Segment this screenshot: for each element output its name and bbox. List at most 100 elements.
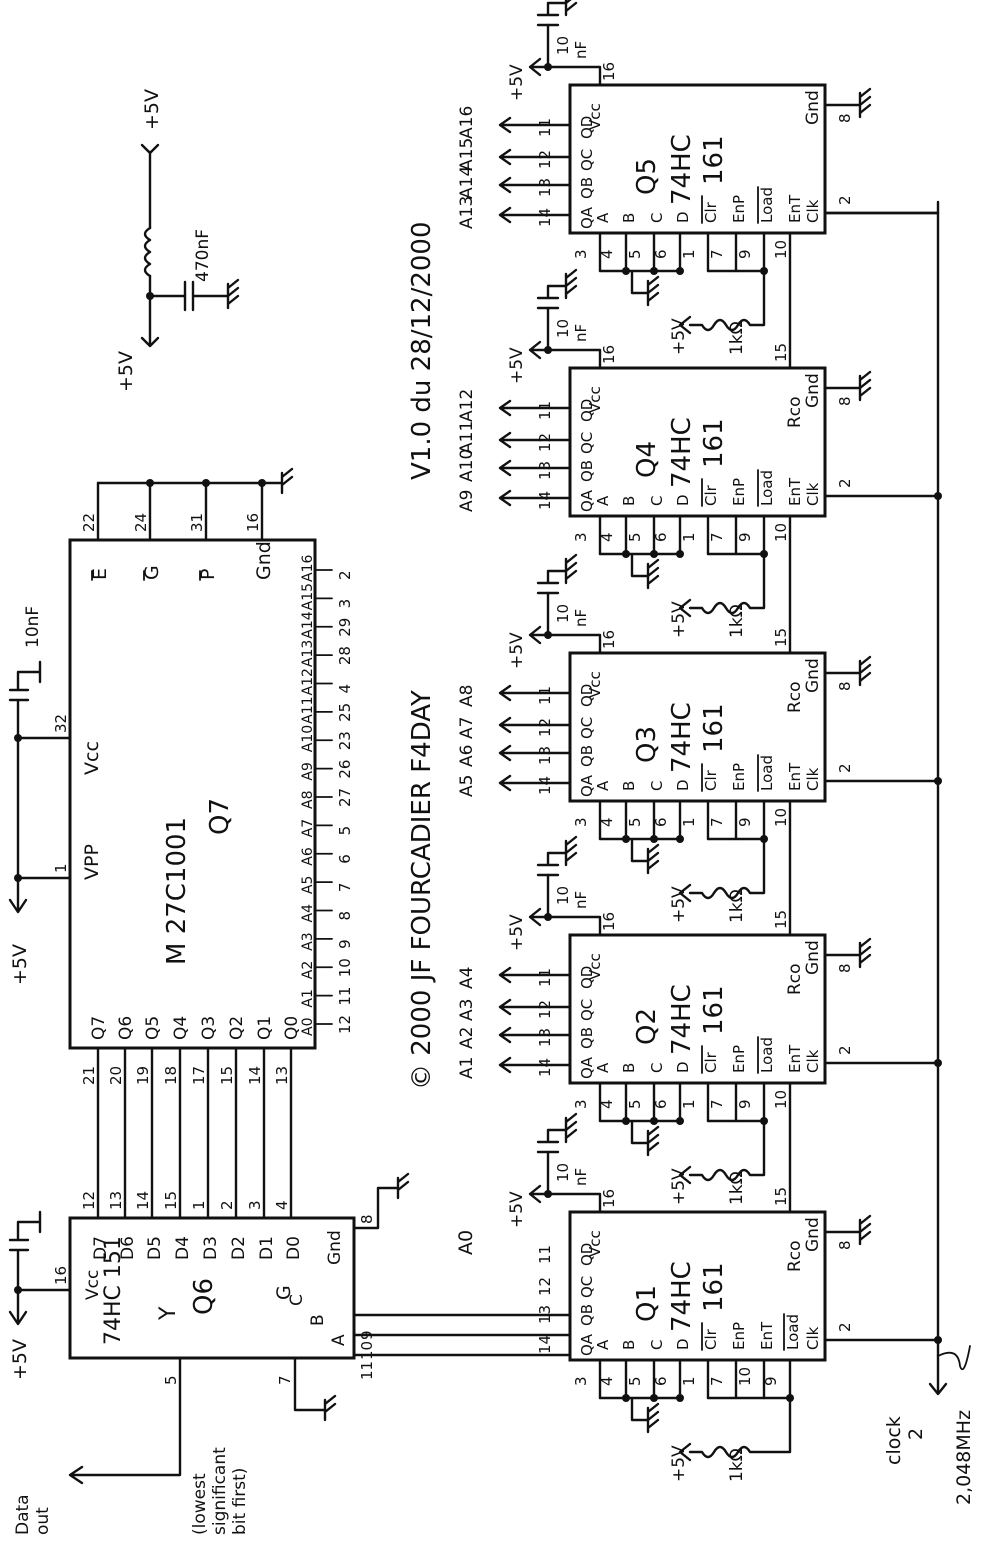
counter-ref: Q4 (632, 441, 662, 478)
eprom-addr-label: A15 (300, 583, 316, 610)
counter-q-label: QD (578, 684, 596, 707)
a0-label: A0 (455, 1230, 477, 1255)
counter-num: 161 (699, 985, 729, 1035)
counter-q-pin: 12 (536, 1000, 554, 1019)
counter-q-wire (498, 459, 572, 477)
title-block: © 2000 JF FOURCADIER F4DAY V1.0 du 28/12… (407, 221, 437, 1090)
counter-q-wire (498, 998, 572, 1016)
eprom-vcc-label: Vcc (81, 741, 103, 775)
counter-cap (536, 569, 568, 595)
counter-gnd-symbol (858, 937, 872, 969)
counter-gnd-symbol (858, 370, 872, 402)
counter-in-ground (646, 843, 660, 875)
eprom-addr-label: A12 (300, 668, 316, 695)
counter-q-label: QC (578, 1276, 596, 1298)
counter-pullup (688, 1396, 792, 1459)
counter-gnd-bus (598, 837, 682, 863)
eprom-addr-pin: 6 (336, 854, 354, 864)
counter-cap-unit: nF (572, 1168, 590, 1186)
counter-ctrl-label: EnP (730, 195, 748, 223)
counter-in-label: D (674, 494, 692, 506)
counter-clk-label: Clk (804, 482, 822, 506)
counter-gnd-label: Gnd (803, 658, 823, 693)
counter-addr-out: A15 (457, 138, 477, 171)
counter-pullup (688, 837, 766, 900)
counter-in-pin: 5 (626, 1376, 644, 1386)
eprom-addr-pin: 9 (336, 939, 354, 949)
counter-ctrl-label: Clr (702, 201, 720, 223)
counter-pullup-arrow (678, 1165, 692, 1185)
counter-q-pin: 14 (536, 776, 554, 795)
eprom-ctrl-label: E (89, 568, 111, 580)
counter-q-wire (498, 206, 572, 224)
counter-q-wire (498, 1026, 572, 1044)
version-text: V1.0 du 28/12/2000 (407, 221, 437, 480)
counter-in-pin: 6 (652, 1099, 670, 1109)
counter-ent-pin: 10 (772, 240, 790, 259)
counter-vcc-pin: 16 (600, 345, 618, 364)
eprom-ref: Q7 (205, 798, 235, 835)
counter-in-pin: 4 (598, 249, 616, 259)
counter-cap-ground (564, 268, 578, 300)
counter-in-pin: 3 (572, 1099, 590, 1109)
counter-in-pin: 5 (626, 532, 644, 542)
counter-addr-out: A6 (457, 745, 477, 767)
counter-cap (536, 851, 568, 877)
eprom-addr-pin: 10 (336, 958, 354, 977)
counter-in-label: C (648, 213, 666, 223)
eprom-data-label: Q0 (282, 1016, 302, 1040)
counter-ctrl-pin: 9 (736, 532, 754, 542)
counter-cap (536, 284, 568, 310)
counter-ctrl-pin: 1 (680, 249, 698, 259)
mux-d-label: D5 (145, 1236, 165, 1260)
counter-gnd-pin: 8 (836, 1240, 854, 1250)
data-out-line1: Data (13, 1494, 33, 1535)
counter-in-pin: 3 (572, 532, 590, 542)
counter-clk-pin: 2 (836, 195, 854, 205)
counter-q-pin: 14 (536, 1335, 554, 1354)
mux-note-3: bit first) (230, 1468, 250, 1535)
counter-vcc-wire (546, 1150, 602, 1214)
counter-vcc-5v: +5V (507, 914, 527, 951)
mux-note-2: significant (210, 1447, 230, 1535)
counter-in-pin: 6 (652, 249, 670, 259)
counter-ctrl-pin: 7 (708, 1099, 726, 1109)
counter-in-label: D (674, 779, 692, 791)
counter-ctrl-pin: 1 (680, 1099, 698, 1109)
counter-q-wire (498, 431, 572, 449)
counter-vcc-wire (546, 873, 602, 937)
mux-d-label: D7 (91, 1236, 111, 1260)
counter-ctrl-pin: 1 (680, 532, 698, 542)
counter-in-pin: 4 (598, 1376, 616, 1386)
counter-pullup-5v: +5V (669, 1168, 689, 1205)
eprom-addr-label: A11 (300, 696, 316, 723)
eprom-addr-label: A8 (300, 791, 316, 809)
counter-ctrl-label: EnT (758, 1321, 776, 1350)
counter-clk-label: Clk (804, 1326, 822, 1350)
counter-in-pin: 3 (572, 1376, 590, 1386)
counter-in-pin: 6 (652, 817, 670, 827)
counter-q-label: QD (578, 116, 596, 139)
counter-in-label: B (620, 213, 638, 223)
counter-type: 74HC (667, 984, 697, 1055)
eprom-data-pin: 13 (273, 1066, 291, 1085)
plus5v-label-top: +5V (141, 89, 163, 130)
counter-body (568, 366, 827, 518)
counter-rco-label: Rco (785, 396, 805, 428)
counter-addr-out: A13 (457, 196, 477, 229)
mux-d-pin: 3 (246, 1200, 264, 1210)
counter-in-pin: 6 (652, 532, 670, 542)
counter-addr-out: A12 (457, 389, 477, 422)
counter-addr-out: A7 (457, 717, 477, 739)
mux-sel-pin: 10 (358, 1341, 376, 1360)
counter-rco-pin: 15 (772, 343, 790, 362)
counter-vcc-label: Vcc (586, 953, 604, 980)
counter-q-label: QC (578, 149, 596, 171)
counter-ctrl-pin: 9 (762, 1376, 780, 1386)
counter-q-wire (498, 399, 572, 417)
mux-d-label: D1 (257, 1236, 277, 1260)
